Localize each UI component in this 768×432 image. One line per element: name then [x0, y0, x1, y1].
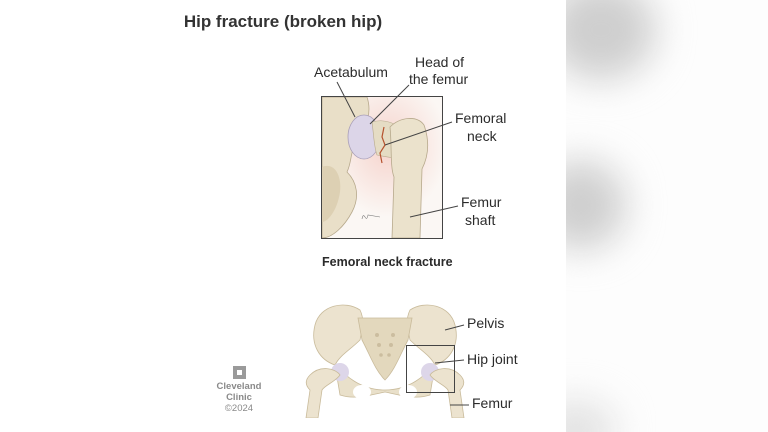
- page-title: Hip fracture (broken hip): [183, 12, 383, 31]
- cleveland-clinic-logo: Cleveland Clinic ©2024: [214, 366, 264, 414]
- label-head-of-femur-line1: Head of: [415, 54, 465, 70]
- logo-line1: Cleveland: [216, 381, 262, 392]
- label-hip-joint: Hip joint: [467, 351, 518, 367]
- label-acetabulum: Acetabulum: [314, 64, 388, 80]
- label-femur: Femur: [472, 395, 513, 411]
- hip-joint-highlight-box: [406, 345, 455, 393]
- pelvis-overview-illustration: [300, 300, 470, 419]
- logo-copyright: ©2024: [224, 403, 254, 414]
- label-femoral-neck-line2: neck: [467, 128, 497, 144]
- femoral-neck-detail-illustration: [321, 96, 443, 239]
- blurred-background-panel: [566, 0, 768, 432]
- label-femoral-neck-line1: Femoral: [455, 110, 507, 126]
- label-head-of-femur-line2: the femur: [409, 71, 469, 87]
- detail-caption: Femoral neck fracture: [322, 255, 453, 269]
- cleveland-clinic-mark-icon: [232, 366, 246, 379]
- label-pelvis: Pelvis: [467, 315, 505, 331]
- logo-line2: Clinic: [226, 392, 252, 403]
- label-femur-shaft-line2: shaft: [465, 212, 496, 228]
- label-femur-shaft-line1: Femur: [461, 194, 502, 210]
